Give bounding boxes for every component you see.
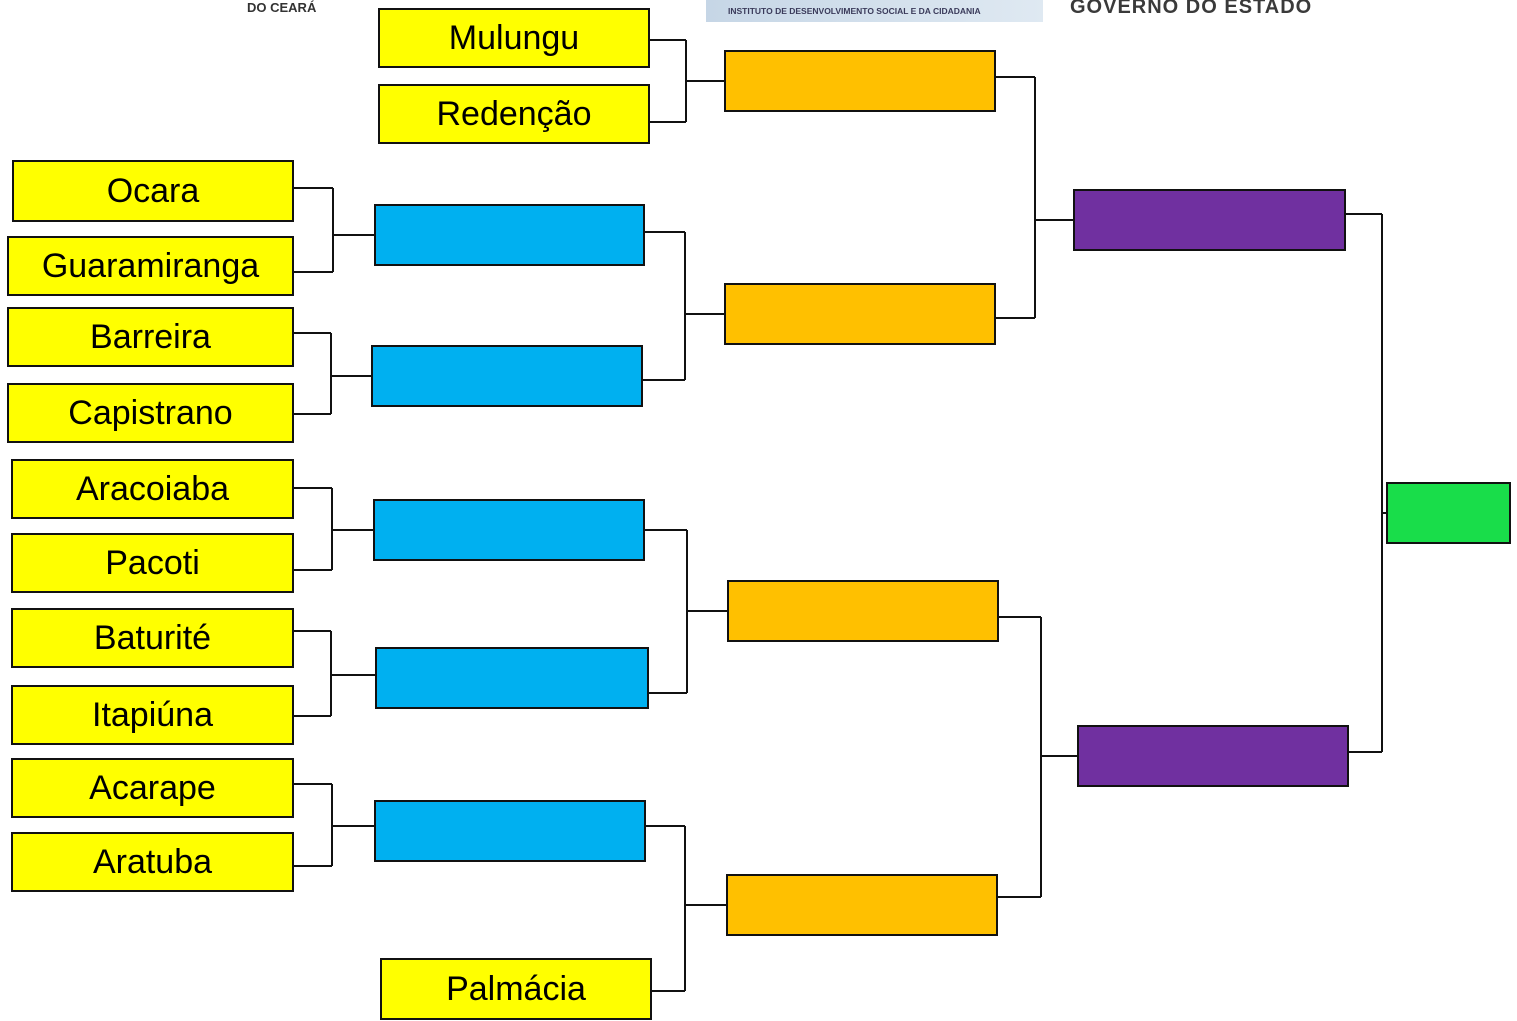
team-box-redencao: Redenção [378,84,650,144]
team-box-pacoti: Pacoti [11,533,294,593]
round2-slot [371,345,643,407]
team-box-baturite: Baturité [11,608,294,668]
team-box-ocara: Ocara [12,160,294,222]
institute-banner [706,0,1043,22]
header-left-logo-text: DO CEARÁ [247,0,317,15]
team-box-aracoiaba: Aracoiaba [11,459,294,519]
team-box-mulungu: Mulungu [378,8,650,68]
round2-slot [373,499,645,561]
team-box-guaramiranga: Guaramiranga [7,236,294,296]
team-box-itapiuna: Itapiúna [11,685,294,745]
team-box-barreira: Barreira [7,307,294,367]
team-box-aratuba: Aratuba [11,832,294,892]
team-box-acarape: Acarape [11,758,294,818]
final-slot [1386,482,1511,544]
quarterfinal-slot [724,283,996,345]
quarterfinal-slot [726,874,998,936]
team-box-palmacia: Palmácia [380,958,652,1020]
quarterfinal-slot [727,580,999,642]
semifinal-slot [1073,189,1346,251]
round2-slot [374,800,646,862]
semifinal-slot [1077,725,1349,787]
header-government-text: GOVERNO DO ESTADO [1070,0,1313,18]
quarterfinal-slot [724,50,996,112]
round2-slot [375,647,649,709]
header-institute-text: INSTITUTO DE DESENVOLVIMENTO SOCIAL E DA… [728,6,981,16]
team-box-capistrano: Capistrano [7,383,294,443]
round2-slot [374,204,645,266]
